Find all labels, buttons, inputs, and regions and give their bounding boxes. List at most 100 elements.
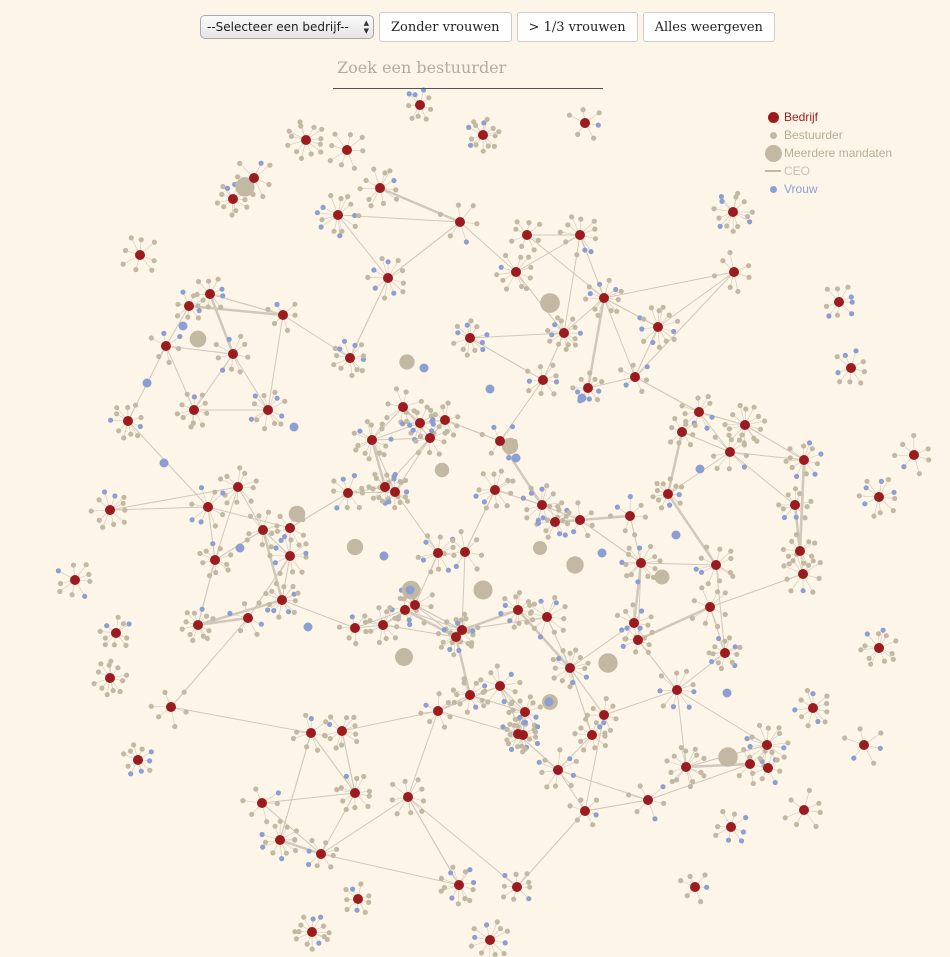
director-node bbox=[461, 680, 467, 686]
company-node bbox=[633, 635, 643, 645]
director-node bbox=[517, 679, 523, 686]
woman-node bbox=[159, 458, 169, 468]
director-node bbox=[265, 306, 271, 312]
woman-node bbox=[575, 389, 581, 395]
director-node bbox=[206, 278, 212, 284]
director-node bbox=[347, 132, 353, 138]
director-node bbox=[881, 658, 888, 664]
director-node bbox=[747, 754, 753, 760]
woman-node bbox=[273, 545, 279, 551]
director-node bbox=[711, 273, 718, 279]
woman-node bbox=[357, 428, 363, 434]
director-node bbox=[415, 777, 421, 783]
woman-node bbox=[570, 679, 576, 686]
third-women-button[interactable]: > 1/3 vrouwen bbox=[516, 12, 638, 42]
director-node bbox=[97, 628, 103, 635]
director-node bbox=[363, 177, 369, 183]
director-node bbox=[741, 440, 747, 446]
director-node bbox=[333, 745, 339, 751]
director-node bbox=[641, 338, 647, 344]
director-node bbox=[781, 563, 787, 569]
director-node bbox=[847, 379, 853, 385]
company-node bbox=[808, 703, 818, 713]
director-node bbox=[911, 432, 917, 439]
director-node bbox=[491, 143, 497, 149]
company-select-value: --Selecteer een bedrijf-- bbox=[207, 20, 349, 34]
woman-node bbox=[597, 724, 603, 730]
director-node bbox=[751, 435, 757, 441]
director-node bbox=[297, 119, 303, 125]
director-node bbox=[300, 532, 307, 538]
director-node bbox=[330, 852, 336, 859]
director-node bbox=[343, 886, 349, 893]
director-node bbox=[409, 115, 415, 121]
director-node bbox=[762, 418, 768, 424]
company-select[interactable]: --Selecteer een bedrijf-- ▲▼ bbox=[200, 15, 374, 39]
board-link bbox=[232, 353, 269, 411]
board-link bbox=[557, 769, 586, 812]
director-node bbox=[70, 562, 77, 568]
director-node bbox=[484, 116, 490, 122]
woman-node bbox=[502, 940, 508, 946]
director-node bbox=[197, 550, 203, 557]
director-node bbox=[699, 585, 705, 591]
company-node bbox=[583, 383, 593, 393]
director-node bbox=[328, 864, 334, 870]
director-node bbox=[479, 697, 485, 703]
director-node bbox=[340, 798, 346, 804]
director-node bbox=[327, 736, 333, 742]
director-node bbox=[318, 149, 324, 155]
director-node bbox=[259, 542, 265, 548]
director-node bbox=[214, 200, 220, 206]
company-node bbox=[653, 322, 663, 332]
show-all-button[interactable]: Alles weergeven bbox=[642, 12, 775, 42]
director-node bbox=[383, 635, 389, 642]
company-node bbox=[133, 755, 143, 765]
director-node bbox=[387, 605, 393, 611]
director-node bbox=[679, 403, 685, 409]
director-node bbox=[488, 450, 494, 456]
director-node bbox=[398, 479, 404, 485]
director-node bbox=[485, 699, 491, 705]
director-node bbox=[344, 906, 350, 913]
company-node bbox=[345, 353, 355, 363]
director-node bbox=[269, 588, 275, 594]
director-node bbox=[623, 561, 629, 568]
director-node bbox=[228, 552, 234, 558]
director-node bbox=[502, 596, 508, 602]
woman-node bbox=[274, 395, 280, 401]
director-node bbox=[883, 633, 889, 639]
director-node bbox=[294, 729, 300, 735]
woman-node bbox=[282, 534, 288, 540]
board-link bbox=[281, 599, 356, 629]
director-node bbox=[510, 707, 516, 713]
company-node bbox=[278, 310, 288, 320]
board-link bbox=[170, 706, 312, 734]
without-women-button[interactable]: Zonder vrouwen bbox=[379, 12, 512, 42]
director-node bbox=[687, 783, 694, 790]
director-node bbox=[574, 252, 580, 258]
director-node bbox=[234, 499, 240, 505]
director-node bbox=[814, 461, 821, 467]
director-node bbox=[558, 318, 564, 324]
director-node bbox=[292, 301, 298, 307]
director-node bbox=[603, 696, 609, 702]
director-node bbox=[505, 477, 511, 484]
director-node bbox=[602, 743, 609, 749]
director-node bbox=[551, 391, 557, 397]
director-node bbox=[715, 623, 721, 630]
woman-node bbox=[265, 607, 271, 613]
director-node bbox=[288, 133, 295, 139]
director-node bbox=[447, 233, 453, 239]
director-search-input[interactable] bbox=[333, 54, 611, 81]
company-node bbox=[189, 405, 199, 415]
director-node bbox=[394, 811, 400, 817]
director-node bbox=[654, 480, 660, 487]
director-node bbox=[462, 896, 468, 902]
director-node bbox=[864, 478, 870, 484]
director-node bbox=[370, 486, 376, 492]
director-node bbox=[506, 709, 512, 716]
director-node bbox=[527, 602, 533, 608]
director-node bbox=[683, 748, 689, 754]
